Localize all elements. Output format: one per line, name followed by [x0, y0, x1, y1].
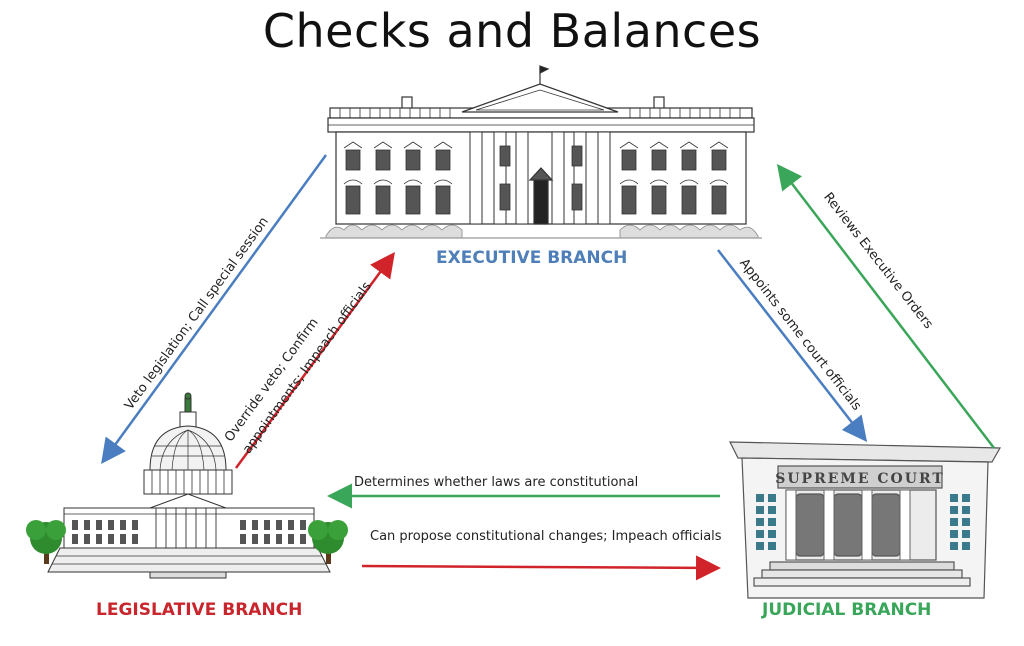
arrow-appoints [717, 249, 868, 442]
propose-label: Can propose constitutional changes; Impe… [370, 529, 722, 544]
arrow-reviews [776, 164, 995, 449]
page-title: Checks and Balances [262, 4, 762, 58]
supreme-court-icon [729, 441, 1002, 599]
court-sign: SUPREME COURT [775, 471, 945, 487]
arrow-propose [361, 555, 721, 581]
capitol-icon [47, 392, 331, 579]
judicial-branch-label: JUDICIAL BRANCH [762, 600, 932, 620]
tree-icon [308, 520, 348, 564]
legislative-branch-label: LEGISLATIVE BRANCH [96, 600, 303, 620]
executive-branch-label: EXECUTIVE BRANCH [436, 248, 628, 268]
tree-icon [26, 520, 66, 564]
arrow-veto [101, 154, 328, 465]
white-house-icon [320, 65, 762, 239]
arrow-override [234, 251, 395, 469]
determines-label: Determines whether laws are constitution… [354, 475, 639, 490]
